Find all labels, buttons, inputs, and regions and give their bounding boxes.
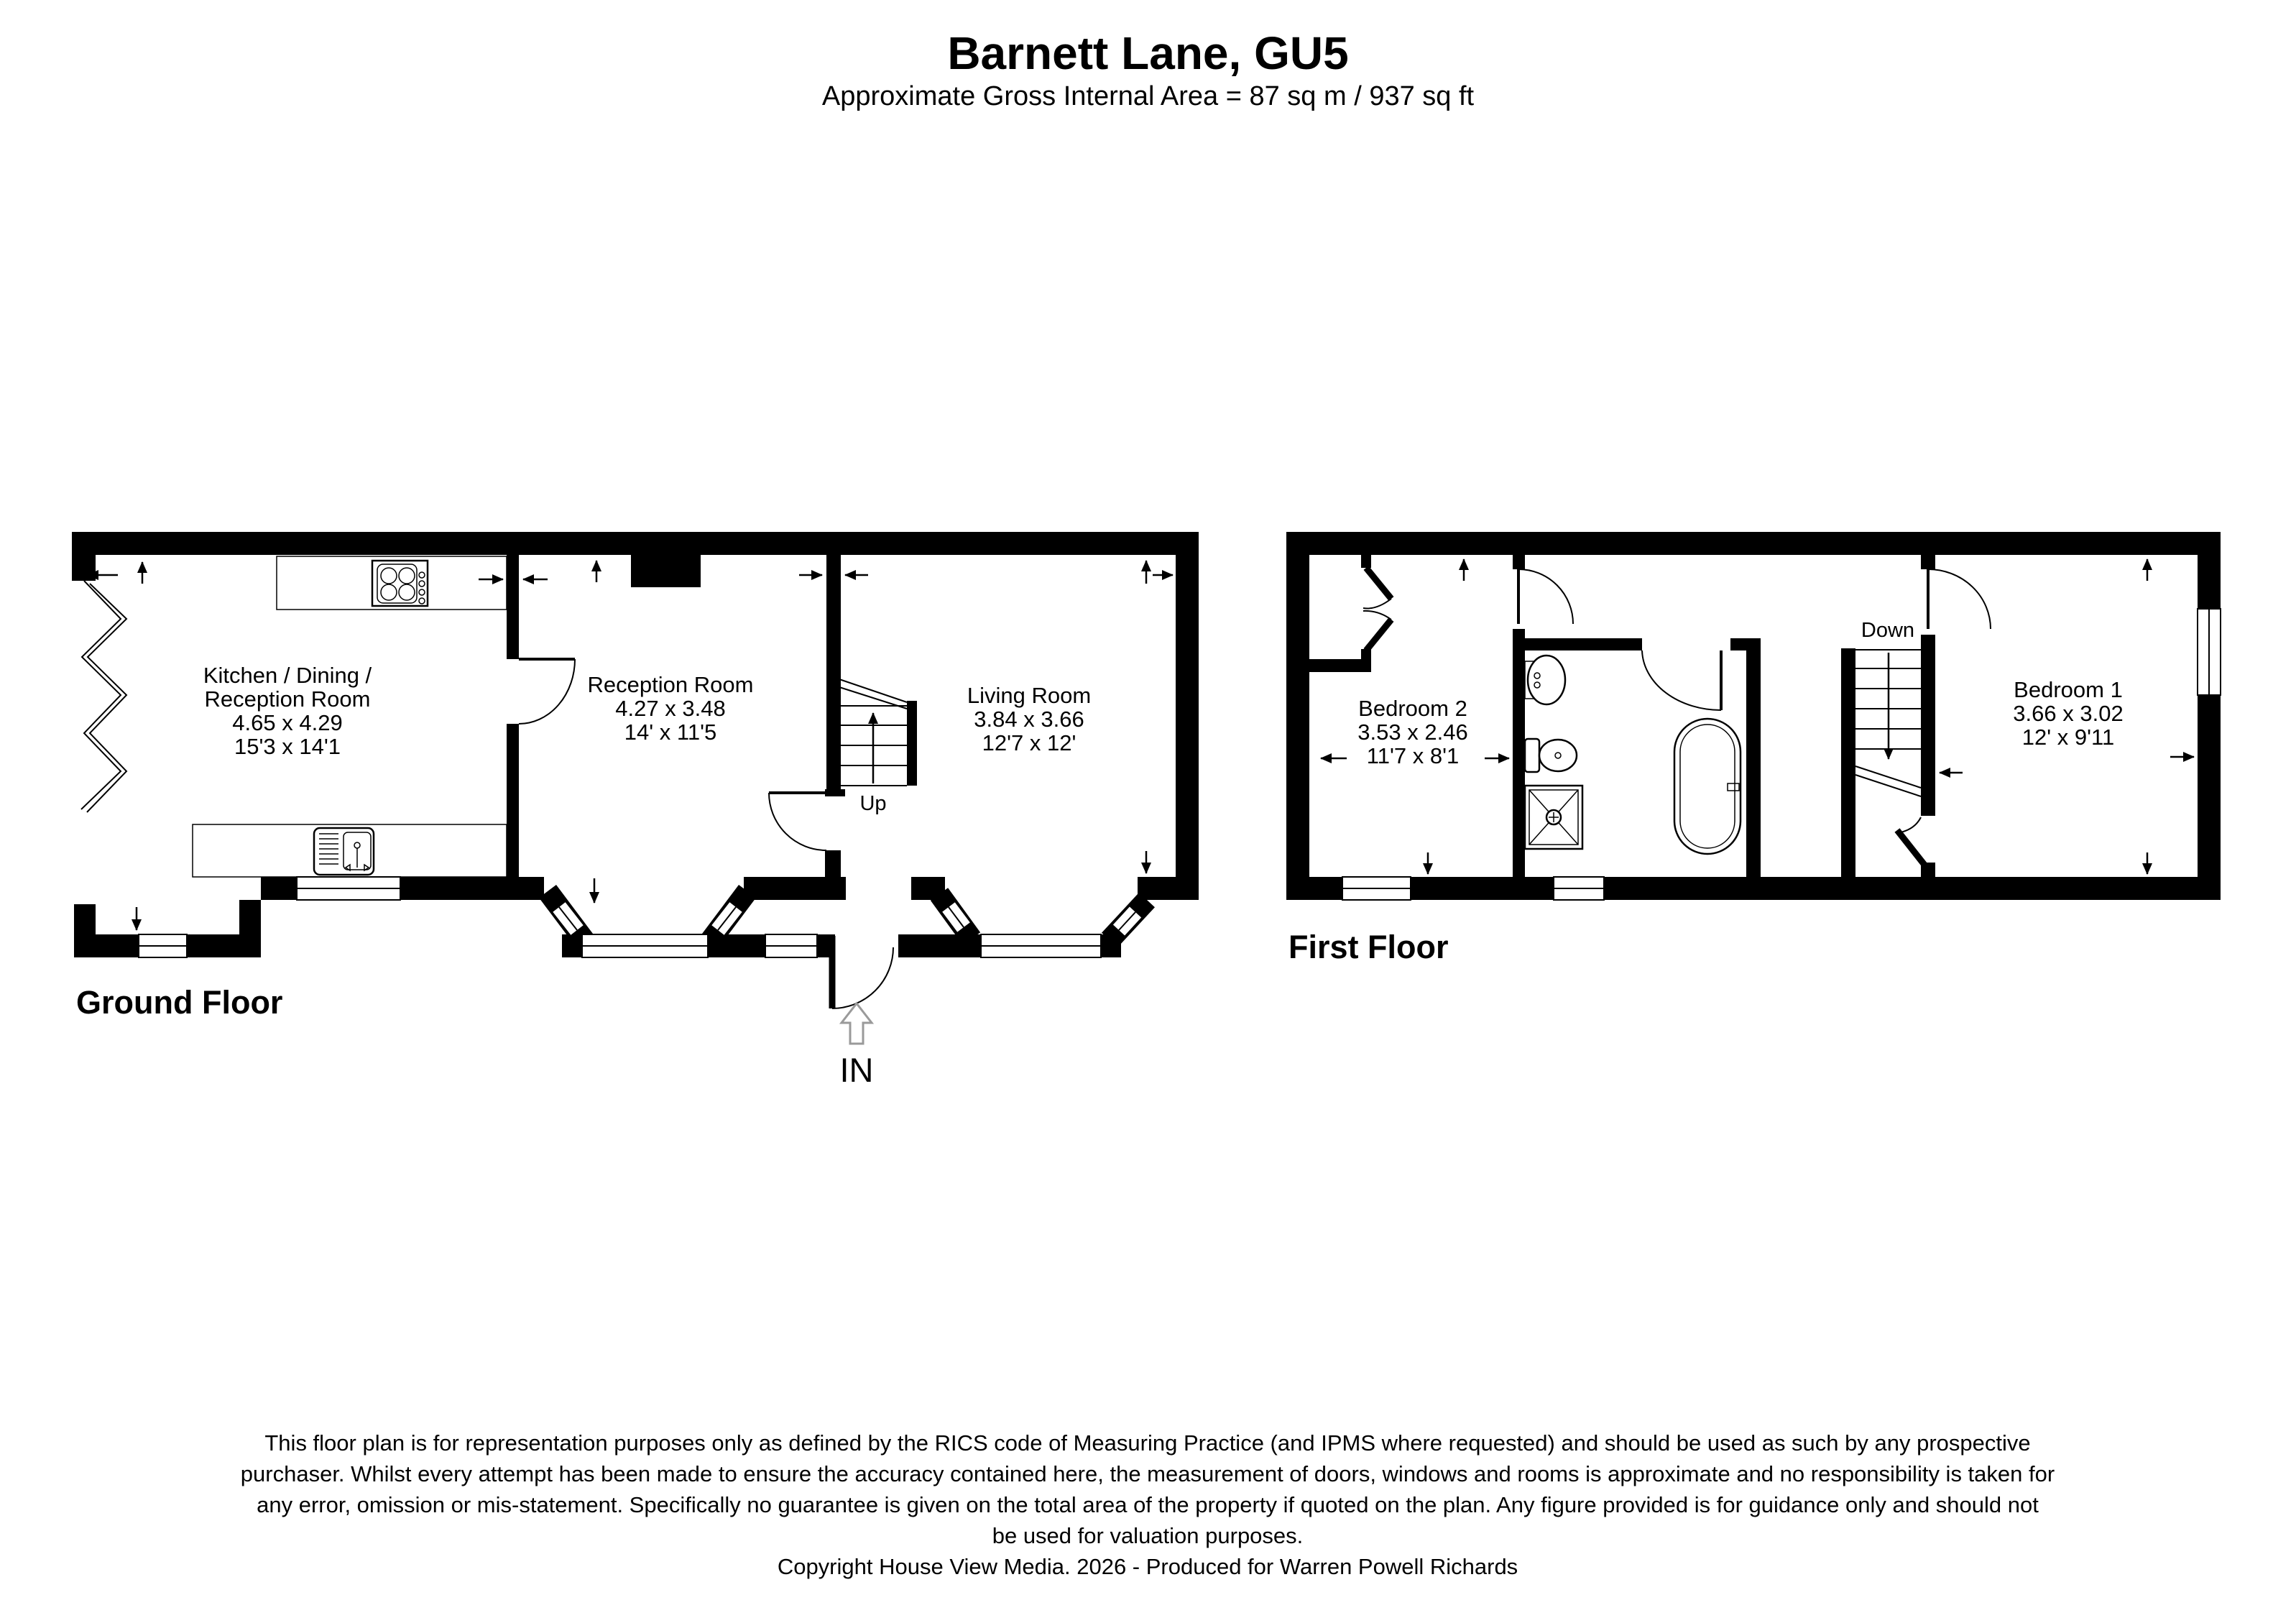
bath-icon xyxy=(1673,717,1742,855)
hall-door xyxy=(768,791,827,851)
bedroom2-door xyxy=(1517,569,1574,625)
room-dim-imperial: 12'7 x 12' xyxy=(982,730,1076,755)
room-dim-imperial: 12' x 9'11 xyxy=(2022,725,2114,750)
disclaimer-line: be used for valuation purposes. xyxy=(992,1523,1304,1548)
ground-measure-arrows xyxy=(87,560,1174,931)
stairs-up-label: Up xyxy=(859,792,886,815)
room-name: Living Room xyxy=(967,683,1091,708)
living-room-label: Living Room 3.84 x 3.66 12'7 x 12' xyxy=(967,683,1091,755)
stairs-down-label: Down xyxy=(1861,619,1914,642)
window xyxy=(581,934,709,958)
room-dim-metric: 4.65 x 4.29 xyxy=(232,710,342,735)
kitchen-counter-icon xyxy=(276,556,507,610)
room-dim-metric: 4.27 x 3.48 xyxy=(615,696,725,721)
toilet-icon xyxy=(1523,737,1578,773)
room-dim-metric: 3.66 x 3.02 xyxy=(2013,701,2123,726)
window xyxy=(765,934,818,958)
room-name: Bedroom 2 xyxy=(1358,696,1467,721)
room-dim-metric: 3.53 x 2.46 xyxy=(1357,719,1467,745)
open-boundary-zigzag xyxy=(80,580,128,813)
entrance-label: IN xyxy=(840,1051,874,1089)
first-floor-title: First Floor xyxy=(1288,929,1449,965)
room-name: Bedroom 1 xyxy=(2014,677,2123,702)
page-title: Barnett Lane, GU5 xyxy=(947,27,1349,79)
window xyxy=(2197,608,2221,696)
first-windows xyxy=(1342,608,2221,901)
kitchen-label: Kitchen / Dining / Reception Room 4.65 x… xyxy=(203,663,372,759)
living-bay-window xyxy=(930,888,1155,948)
bedroom1-lower-door xyxy=(1894,817,1932,873)
reception-label: Reception Room 4.27 x 3.48 14' x 11'5 xyxy=(588,672,754,745)
copyright-line: Copyright House View Media. 2026 - Produ… xyxy=(777,1554,1518,1579)
window xyxy=(980,934,1102,958)
shower-icon xyxy=(1523,784,1584,850)
ground-floor-title: Ground Floor xyxy=(76,984,282,1021)
window xyxy=(296,876,401,901)
reception-bay-window xyxy=(539,885,756,950)
ground-walls xyxy=(72,532,1199,957)
basin-icon xyxy=(1524,654,1567,706)
bathroom-door xyxy=(1641,650,1723,711)
kitchen-door xyxy=(518,658,576,725)
sink-counter-icon xyxy=(192,824,507,878)
window xyxy=(1553,876,1605,901)
stairs-down: Down xyxy=(1855,619,1922,797)
entrance-arrow-icon xyxy=(839,1001,875,1045)
closet-double-doors xyxy=(1363,566,1394,653)
room-name: Kitchen / Dining / xyxy=(203,663,372,688)
kitchen-sink-icon xyxy=(313,827,375,876)
room-dim-imperial: 15'3 x 14'1 xyxy=(234,734,341,759)
window xyxy=(1342,876,1411,901)
disclaimer: This floor plan is for representation pu… xyxy=(134,1427,2161,1582)
bedroom2-label: Bedroom 2 3.53 x 2.46 11'7 x 8'1 xyxy=(1357,696,1467,768)
room-dim-imperial: 11'7 x 8'1 xyxy=(1367,743,1459,768)
room-dim-metric: 3.84 x 3.66 xyxy=(974,707,1084,732)
page-subtitle: Approximate Gross Internal Area = 87 sq … xyxy=(821,81,1475,111)
front-door xyxy=(829,936,894,1009)
room-dim-imperial: 14' x 11'5 xyxy=(624,719,716,745)
first-floor-plan: Down Bedroom 2 3.53 x 2.46 11'7 x 8'1 Be… xyxy=(1286,532,2221,965)
bedroom1-label: Bedroom 1 3.66 x 3.02 12' x 9'11 xyxy=(2013,677,2123,750)
header: Barnett Lane, GU5 Approximate Gross Inte… xyxy=(0,27,2296,114)
stairs-up: Up xyxy=(839,679,908,815)
first-measure-arrows xyxy=(1320,558,2195,875)
window xyxy=(138,934,188,958)
ground-windows xyxy=(138,876,1102,958)
first-walls xyxy=(1286,532,2221,900)
disclaimer-line: any error, omission or mis-statement. Sp… xyxy=(257,1492,2039,1517)
room-name: Reception Room xyxy=(588,672,754,697)
disclaimer-line: purchaser. Whilst every attempt has been… xyxy=(240,1461,2055,1486)
room-name: Reception Room xyxy=(205,686,371,712)
ground-floor-plan: Up IN Kitchen / Dining / Reception Room xyxy=(72,532,1199,1089)
hob-icon xyxy=(371,559,429,607)
bedroom1-door xyxy=(1927,569,1991,630)
disclaimer-line: This floor plan is for representation pu… xyxy=(264,1430,2031,1456)
